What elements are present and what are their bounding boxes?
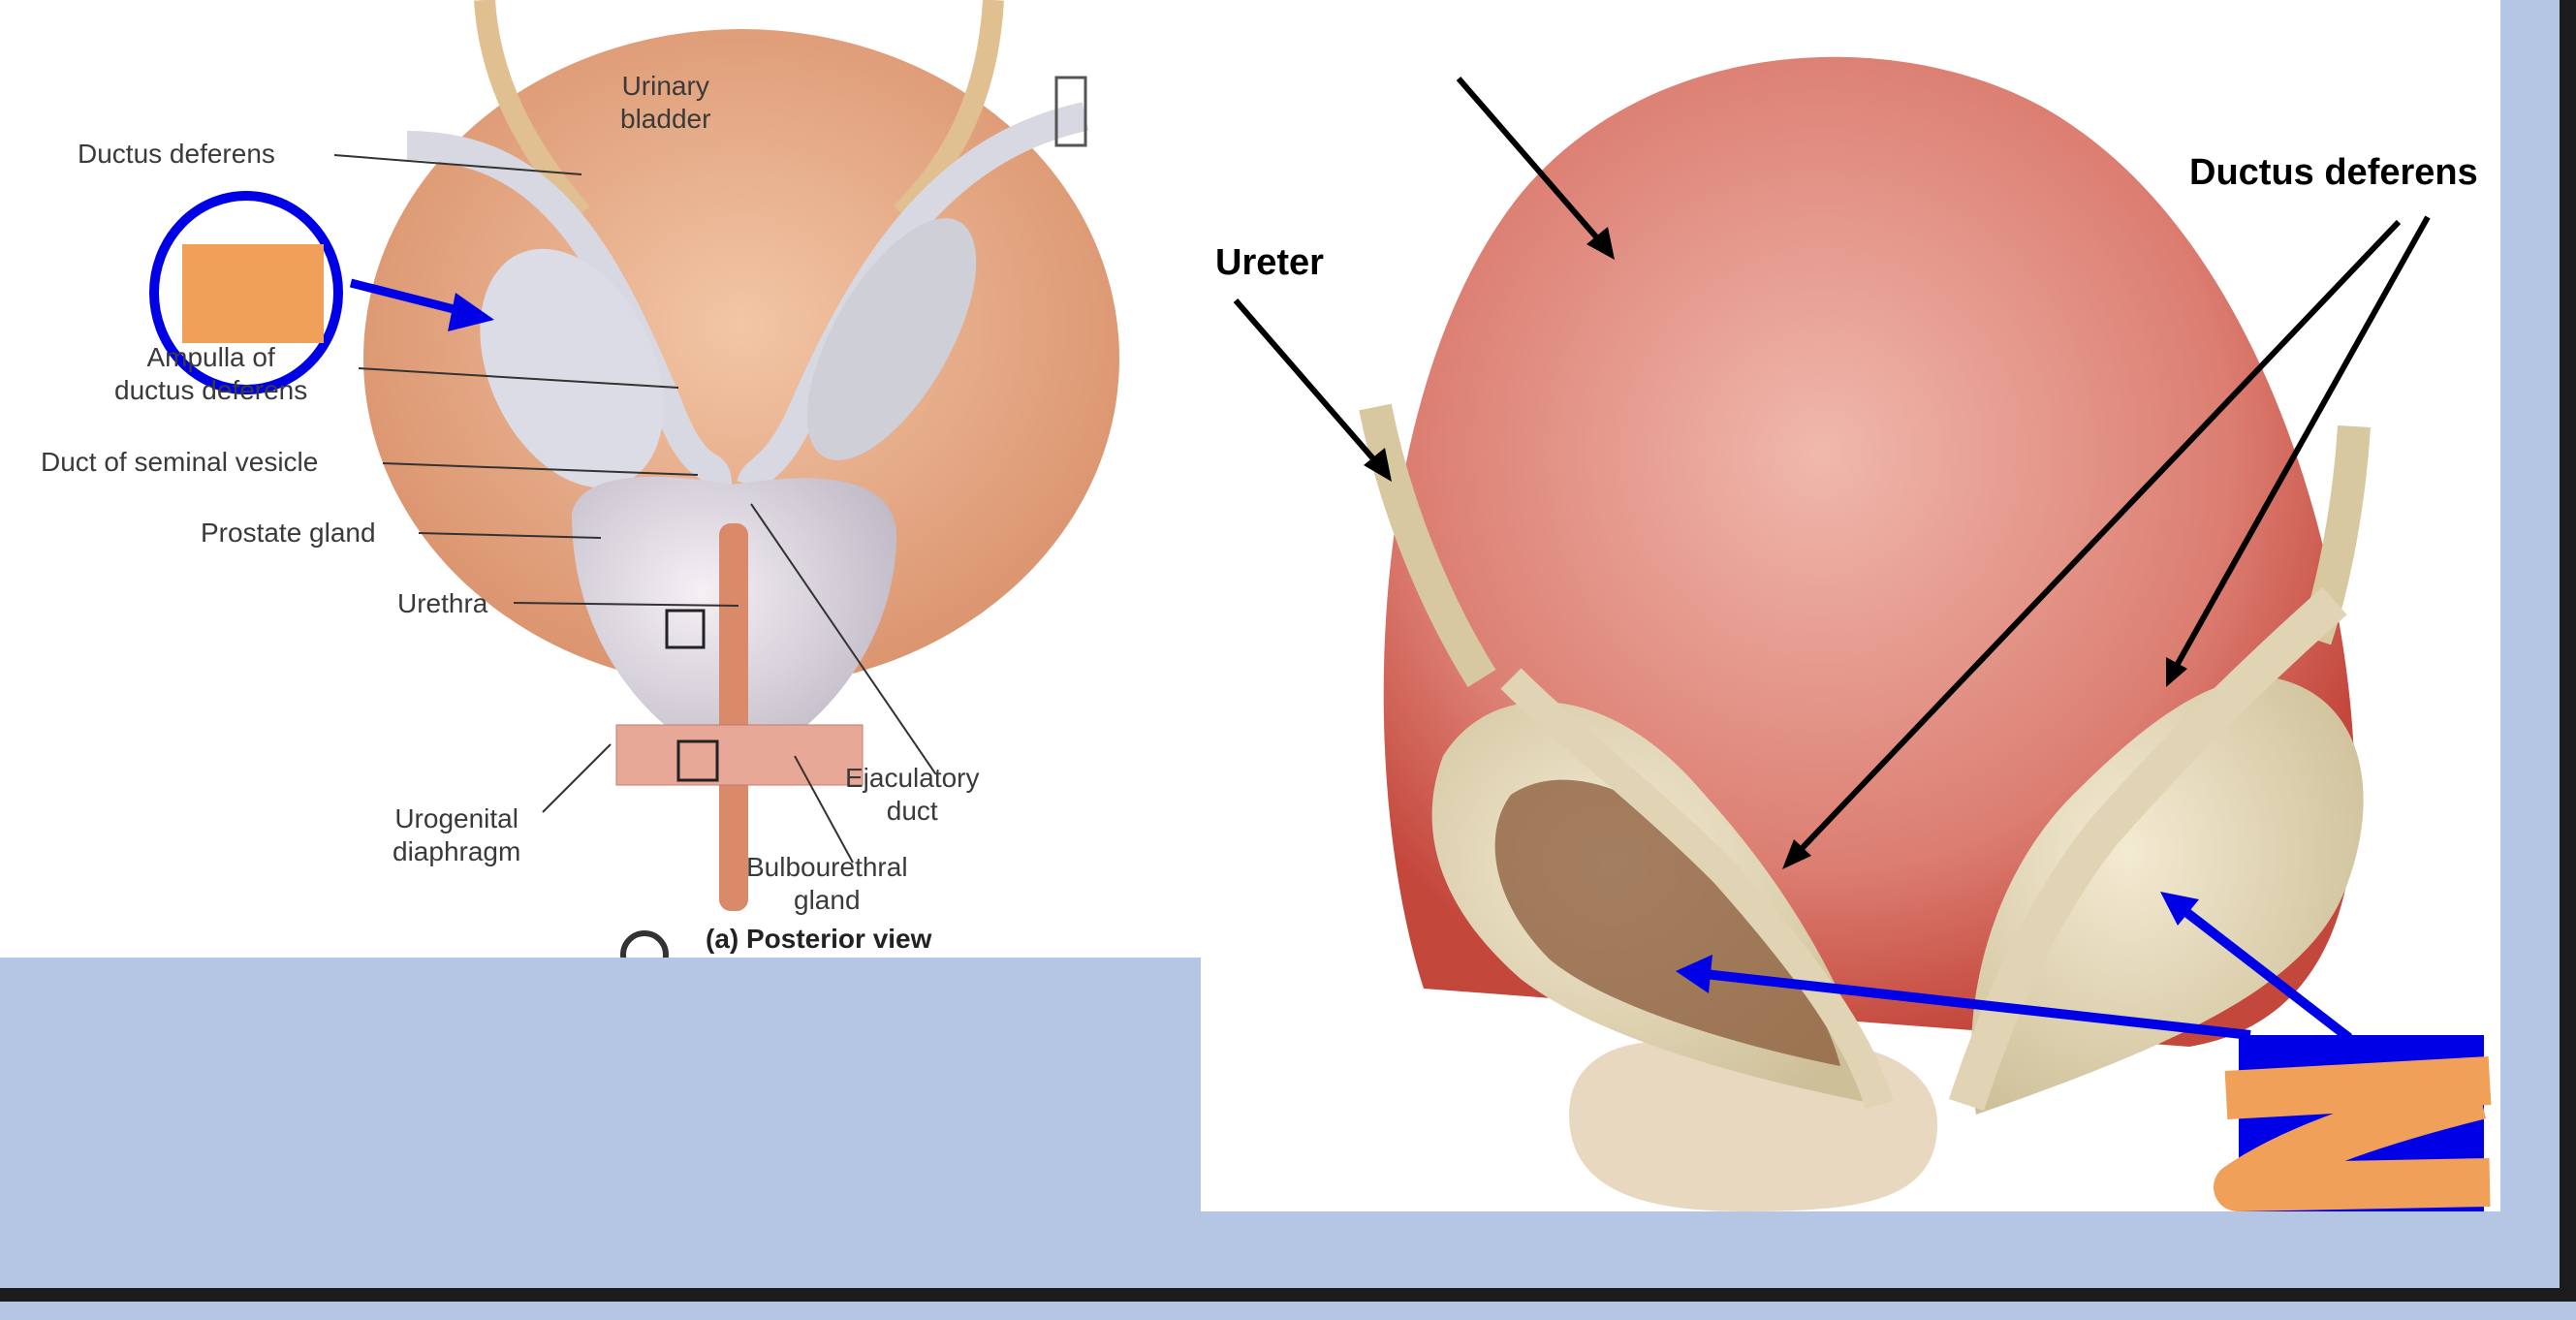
blue-arrow-1 bbox=[1704, 969, 2251, 1040]
blue-arrow-2 bbox=[2171, 899, 2353, 1042]
ductus-deferens-right bbox=[1948, 586, 2347, 1112]
blue-arrow bbox=[349, 278, 467, 317]
label-urethra: Urethra bbox=[397, 588, 488, 618]
label-duct-seminal-vesicle: Duct of seminal vesicle bbox=[41, 447, 319, 477]
blue-highlight-circle bbox=[149, 191, 343, 394]
posterior-view-illustration bbox=[149, 0, 1119, 958]
ureter-left bbox=[474, 0, 590, 221]
label-ductus-deferens: Ductus deferens bbox=[78, 139, 275, 169]
urogenital-diaphragm bbox=[615, 724, 864, 786]
redaction-scribble bbox=[2214, 1056, 2492, 1211]
seminal-vesicle-right bbox=[806, 218, 977, 460]
ureter-left bbox=[1359, 403, 1496, 688]
bladder-posterior-illustration: Ureter Ductus deferens bbox=[1201, 0, 2500, 1211]
seminal-vesicle-left bbox=[480, 248, 664, 488]
redaction-box bbox=[182, 244, 324, 343]
label-prostate-gland: Prostate gland bbox=[201, 518, 376, 548]
bladder-illustration bbox=[1233, 56, 2492, 1211]
black-arrows bbox=[1233, 77, 2431, 860]
label-ductus-deferens-right: Ductus deferens bbox=[2189, 152, 2478, 193]
leader-lines bbox=[333, 154, 936, 864]
ductus-deferens-left bbox=[1500, 668, 1894, 1110]
slide-border-bottom bbox=[0, 1288, 2576, 1302]
label-ureter: Ureter bbox=[1215, 242, 1324, 283]
slide-border-right bbox=[2560, 0, 2576, 1302]
figure-caption: (a) Posterior view bbox=[706, 924, 932, 954]
blue-arrowhead bbox=[448, 293, 494, 331]
urethra bbox=[719, 523, 748, 911]
